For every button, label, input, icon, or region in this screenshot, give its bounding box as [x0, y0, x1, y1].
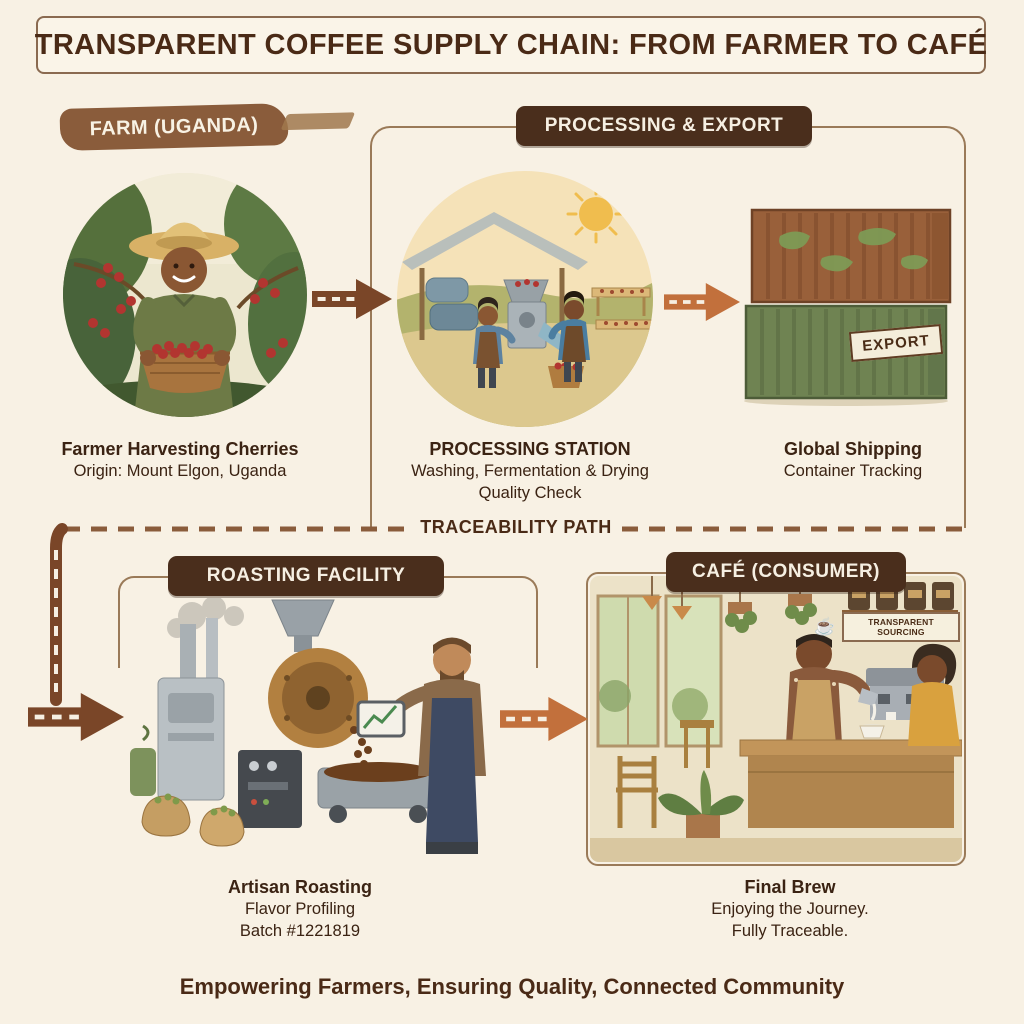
roaster-operator	[356, 637, 486, 854]
shipping-containers-illustration	[742, 204, 960, 406]
roaster-machine	[268, 599, 439, 823]
roasting-section-label: ROASTING FACILITY	[168, 556, 444, 596]
processing-shed	[402, 212, 588, 340]
processing-section-label-text: PROCESSING & EXPORT	[544, 115, 784, 136]
processing-caption-line2: Quality Check	[478, 483, 582, 502]
page-title: TRANSPARENT COFFEE SUPPLY CHAIN: FROM FA…	[34, 28, 988, 61]
farm-caption-sub: Origin: Mount Elgon, Uganda	[73, 462, 287, 481]
farm-illustration	[62, 172, 308, 418]
processing-caption-line1: Washing, Fermentation & Drying	[411, 462, 649, 481]
farm-section-label-text: FARM (UGANDA)	[89, 113, 259, 140]
green-jar	[130, 724, 156, 796]
tablet	[356, 700, 406, 738]
cafe-caption-line2: Fully Traceable.	[731, 921, 849, 940]
title-banner: TRANSPARENT COFFEE SUPPLY CHAIN: FROM FA…	[34, 16, 988, 74]
hanging-plants	[725, 576, 817, 633]
bean-sacks	[141, 793, 245, 847]
top-container	[750, 208, 952, 304]
counter	[739, 739, 962, 828]
transparent-sourcing-sign-text: TRANSPARENT SOURCING	[868, 617, 934, 637]
flow-arrow-farm-to-processing	[312, 279, 392, 319]
processing-illustration	[396, 170, 654, 428]
roasting-illustration	[122, 598, 534, 864]
traceability-path-label: TRACEABILITY PATH	[420, 517, 612, 537]
worker-right	[548, 291, 590, 382]
cafe-caption-line1: Enjoying the Journey.	[711, 900, 869, 919]
shipping-caption: Global Shipping Container Tracking	[718, 438, 988, 483]
shipping-caption-sub: Container Tracking	[783, 462, 923, 481]
roasting-section-label-text: ROASTING FACILITY	[206, 565, 406, 586]
smoke	[167, 598, 244, 638]
world-map	[779, 227, 928, 272]
farm-caption-title: Farmer Harvesting Cherries	[61, 439, 299, 459]
transparent-sourcing-sign: TRANSPARENT SOURCING	[842, 612, 960, 642]
bar-stool	[680, 720, 714, 768]
flow-arrow-roasting-to-cafe	[500, 697, 588, 741]
wooden-chair	[616, 756, 658, 828]
cafe-section-label: CAFÉ (CONSUMER)	[666, 552, 906, 592]
roasting-caption: Artisan Roasting Flavor Profiling Batch …	[135, 876, 465, 942]
processing-caption-title: PROCESSING STATION	[429, 439, 631, 459]
customer-figure	[908, 643, 960, 746]
footer-tagline: Empowering Farmers, Ensuring Quality, Co…	[179, 974, 845, 999]
shipping-caption-title: Global Shipping	[784, 439, 922, 459]
cafe-caption-title: Final Brew	[744, 877, 836, 897]
processing-section-label: PROCESSING & EXPORT	[516, 106, 812, 146]
roasting-caption-title: Artisan Roasting	[227, 877, 373, 897]
flow-arrow-processing-to-shipping	[664, 283, 740, 321]
coffee-cup	[859, 724, 885, 739]
cafe-caption: Final Brew Enjoying the Journey. Fully T…	[625, 876, 955, 942]
cherry-basket	[140, 341, 230, 393]
cafe-section-label-text: CAFÉ (CONSUMER)	[692, 561, 880, 582]
control-panel	[238, 750, 302, 828]
flow-arrow-to-roasting	[28, 693, 124, 741]
export-stamp-text: EXPORT	[861, 331, 931, 355]
farm-caption: Farmer Harvesting Cherries Origin: Mount…	[30, 438, 330, 483]
worker-left	[473, 297, 516, 388]
barista-figure	[786, 634, 878, 744]
drying-beds	[591, 287, 653, 330]
farm-section-label: FARM (UGANDA)	[59, 103, 289, 151]
coffee-cup-icon: ☕	[814, 617, 836, 636]
roasting-caption-line2: Batch #1221819	[239, 921, 361, 940]
water-tanks	[425, 277, 479, 331]
coffee-plants	[63, 173, 307, 417]
processing-caption: PROCESSING STATION Washing, Fermentation…	[365, 438, 695, 504]
roasting-caption-line1: Flavor Profiling	[244, 900, 356, 919]
cafe-illustration	[590, 576, 962, 862]
